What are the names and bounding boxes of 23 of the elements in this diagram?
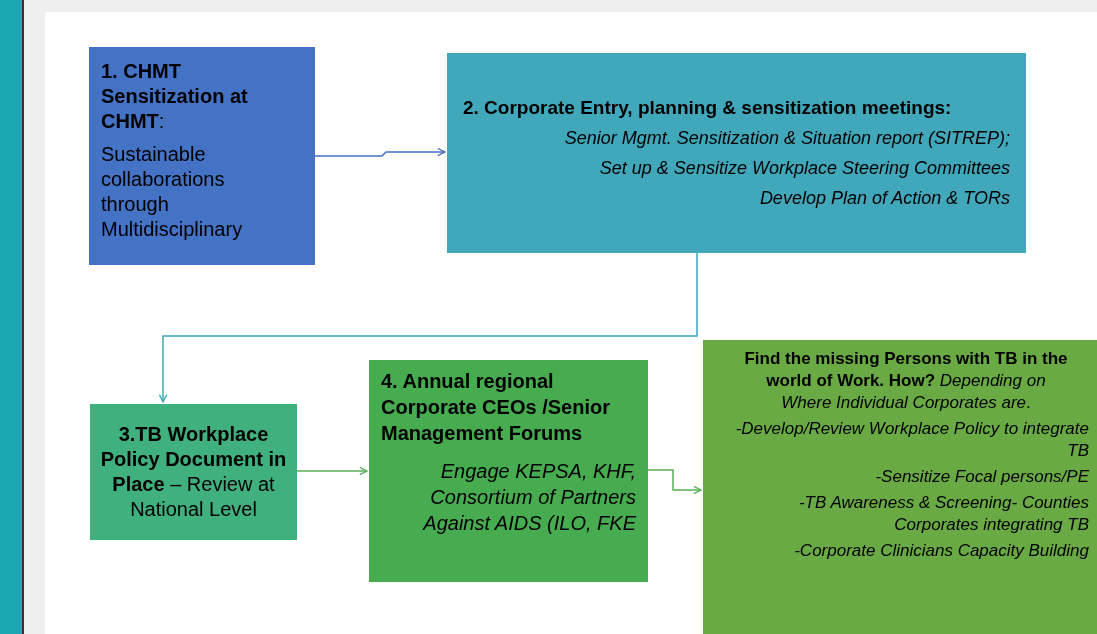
step-heading: 3.TB Workplace Policy Document in Place – Review at National Level xyxy=(99,422,288,522)
step-detail: -Sensitize Focal persons/PE xyxy=(874,466,1089,488)
step-detail: Sustainable collaborations through Multidisciplinary xyxy=(101,142,244,242)
step-heading: 2. Corporate Entry, planning & sensitization meetings: xyxy=(463,96,952,120)
step-detail: -TB Awareness & Screening- Counties Corporates integrating TB xyxy=(797,492,1089,536)
step-heading: 4. Annual regional Corporate CEOs /Senior Management Forums xyxy=(381,369,611,446)
step-heading: Find the missing Persons with TB in the world of Work. How? Depending on Where Individual Corporates are. xyxy=(743,348,1069,414)
step-box xyxy=(369,360,648,582)
step-detail: -Develop/Review Workplace Policy to integrate TB xyxy=(734,418,1089,462)
step-heading: 1. CHMT Sensitization at CHMT: xyxy=(101,59,249,134)
arrow xyxy=(296,466,368,476)
step-detail: Engage KEPSA, KHF, Consortium of Partners Against AIDS (ILO, FKE xyxy=(421,459,636,536)
step-detail: -Corporate Clinicians Capacity Building xyxy=(793,540,1089,562)
step-detail: Senior Mgmt. Sensitization & Situation report (SITREP); xyxy=(563,127,1010,150)
step-detail: Set up & Sensitize Workplace Steering Committees xyxy=(598,157,1010,180)
arrow xyxy=(314,147,446,157)
arrow xyxy=(647,469,702,495)
step-box xyxy=(447,53,1026,253)
step-box xyxy=(89,47,315,265)
arrow xyxy=(158,252,698,403)
step-detail: Develop Plan of Action & TORs xyxy=(758,187,1010,210)
step-box xyxy=(90,404,297,540)
goal-box xyxy=(703,340,1097,634)
